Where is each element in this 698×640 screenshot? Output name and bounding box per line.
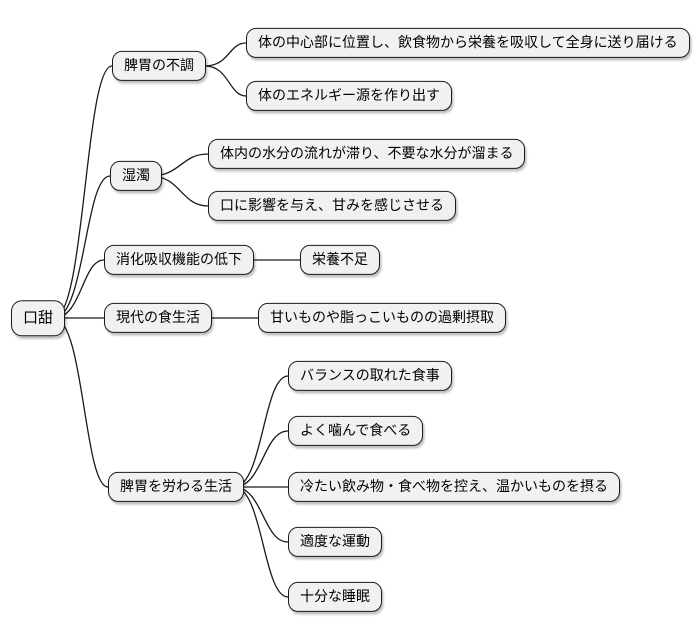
node-leaf-energy-source: 体のエネルギー源を作り出す (246, 80, 452, 112)
edge-branch-4-to-child-4 (233, 486, 289, 598)
node-leaf-excess-sweet-greasy: 甘いものや脂っこいものの過剰摂取 (258, 302, 506, 334)
node-leaf-sweet-taste-effect: 口に影響を与え、甘みを感じさせる (208, 190, 456, 222)
node-leaf-balanced-diet: バランスの取れた食事 (288, 360, 452, 392)
edge-branch-0-to-child-1 (204, 65, 247, 97)
node-leaf-sufficient-sleep: 十分な睡眠 (288, 581, 382, 613)
node-branch-spleen-stomach-disorder: 脾胃の不調 (112, 50, 206, 82)
node-leaf-malnutrition: 栄養不足 (300, 244, 380, 276)
node-branch-modern-diet: 現代の食生活 (104, 302, 212, 334)
node-leaf-chew-well: よく噛んで食べる (288, 415, 424, 447)
edge-root-to-branch-0 (53, 65, 113, 319)
node-branch-digestion-decline: 消化吸収機能の低下 (104, 244, 254, 276)
node-branch-spleen-care-lifestyle: 脾胃を労わる生活 (108, 471, 244, 503)
node-root: 口甜 (11, 300, 66, 336)
node-leaf-nutrient-absorption: 体の中心部に位置し、飲食物から栄養を吸収して全身に送り届ける (246, 27, 690, 59)
edge-root-to-branch-4 (53, 317, 109, 488)
edge-branch-0-to-child-0 (204, 42, 247, 67)
edge-root-to-branch-1 (53, 175, 111, 319)
node-leaf-avoid-cold-food: 冷たい飲み物・食べ物を控え、温かいものを摂る (288, 471, 620, 503)
node-branch-damp-turbidity: 湿濁 (110, 160, 162, 192)
edge-branch-4-to-child-0 (233, 375, 289, 488)
node-leaf-moderate-exercise: 適度な運動 (288, 526, 382, 558)
node-leaf-water-stagnation: 体内の水分の流れが滞り、不要な水分が溜まる (208, 138, 526, 170)
